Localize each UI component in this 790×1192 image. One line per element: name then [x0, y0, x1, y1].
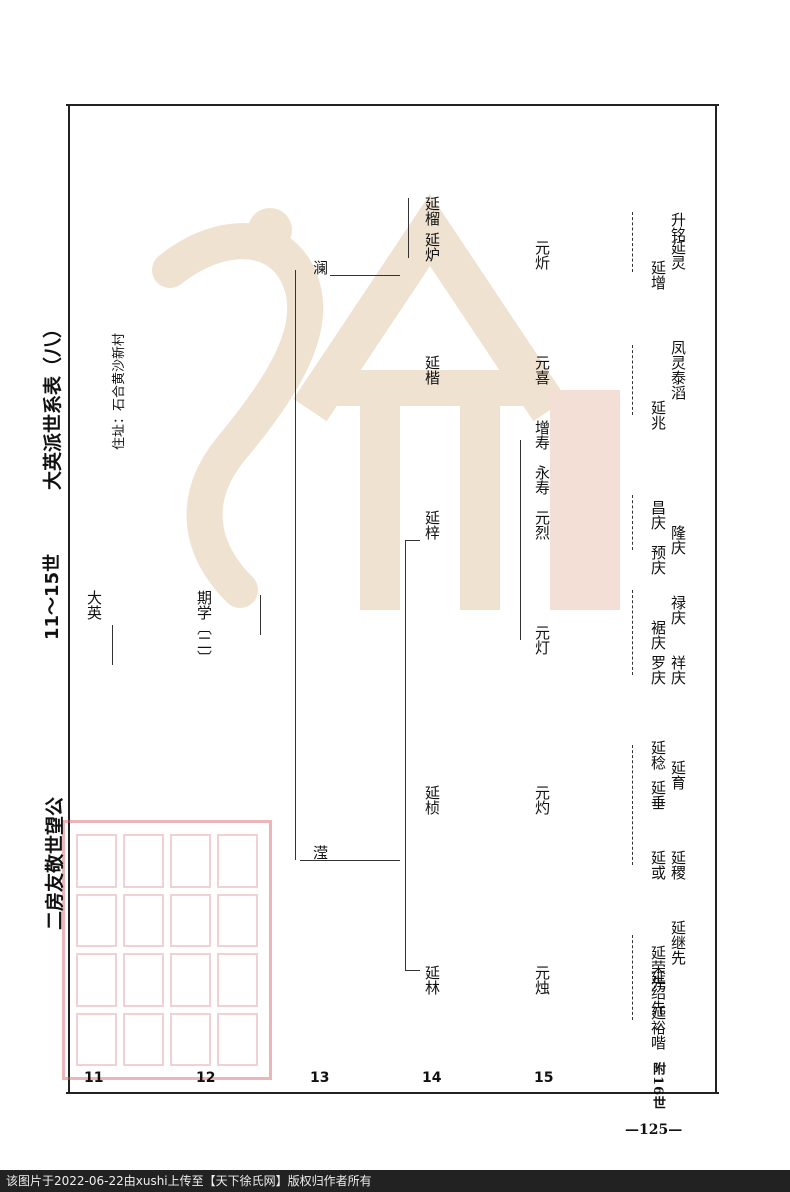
person-g16-22: 升铭	[669, 212, 687, 242]
person-g16-13: 禄庆	[669, 595, 687, 625]
person-yuanxi: 元喜	[533, 355, 551, 385]
person-yanlu: 延炉	[423, 232, 441, 262]
address: 住址：石合黄沙新村	[112, 332, 127, 450]
person-g16-8: 延育	[669, 760, 687, 790]
person-yuanzhu: 元烛	[533, 965, 551, 995]
person-g16-2: 延绍先	[649, 970, 667, 1015]
seal-stamp	[62, 820, 272, 1080]
gen-label-13: 13	[310, 1070, 330, 1086]
person-yuanzhuo: 元灼	[533, 785, 551, 815]
person-yuanxin: 元炘	[533, 240, 551, 270]
person-yuandeng: 元灯	[533, 625, 551, 655]
gen-label-11: 11	[84, 1070, 104, 1086]
person-g16-7: 延垂	[649, 780, 667, 810]
person-zengshou: 增寿	[533, 420, 551, 450]
person-g16-6: 延稷	[669, 850, 687, 880]
person-yuanlie: 元烈	[533, 510, 551, 540]
left-title: 二房友敬世望公	[44, 796, 66, 930]
person-g16-10: 罗庆	[649, 655, 667, 685]
gen-label-15: 15	[534, 1070, 554, 1086]
person-g16-20: 延增	[649, 260, 667, 290]
person-ying: 滢	[311, 845, 329, 860]
gen-label-16: 附16世	[650, 1062, 665, 1111]
person-dayang: 大英	[85, 590, 103, 620]
person-qixue: 期学〔二〕	[195, 590, 213, 665]
person-lan: 澜	[311, 260, 329, 275]
person-g16-3: 延荣先	[649, 945, 667, 990]
person-yanzhen: 延桢	[423, 785, 441, 815]
person-g16-11: 祥庆	[669, 655, 687, 685]
person-yankai: 延楷	[423, 355, 441, 385]
person-yanlin: 延林	[423, 965, 441, 995]
person-g16-17: 延兆	[649, 400, 667, 430]
right-title: 大英派世系表（八）	[42, 318, 64, 490]
watermark-logo	[152, 193, 620, 610]
generation-range: 11～15世	[42, 553, 63, 640]
person-g16-14: 预庆	[649, 545, 667, 575]
page-number: —125—	[625, 1122, 683, 1138]
person-g16-15: 隆庆	[669, 525, 687, 555]
person-g16-12: 裾庆	[649, 620, 667, 650]
person-yanliu: 延榴	[423, 196, 441, 226]
person-g16-4: 延继先	[669, 920, 687, 965]
gen-label-12: 12	[196, 1070, 216, 1086]
person-g16-21: 延灵	[669, 240, 687, 270]
person-g16-18: 泰滔	[669, 370, 687, 400]
page-frame	[66, 104, 719, 1094]
person-g16-5: 延或	[649, 850, 667, 880]
gen-label-14: 14	[422, 1070, 442, 1086]
person-g16-9: 延稔	[649, 740, 667, 770]
person-g16-1: 延裕喈	[649, 1005, 667, 1050]
person-g16-19: 凤灵	[669, 340, 687, 370]
person-yongshou: 永寿	[533, 465, 551, 495]
person-yanzi: 延梓	[423, 510, 441, 540]
footer-copyright: 该图片于2022-06-22由xushi上传至【天下徐氏网】版权归作者所有	[0, 1170, 790, 1192]
person-g16-16: 昌庆	[649, 500, 667, 530]
